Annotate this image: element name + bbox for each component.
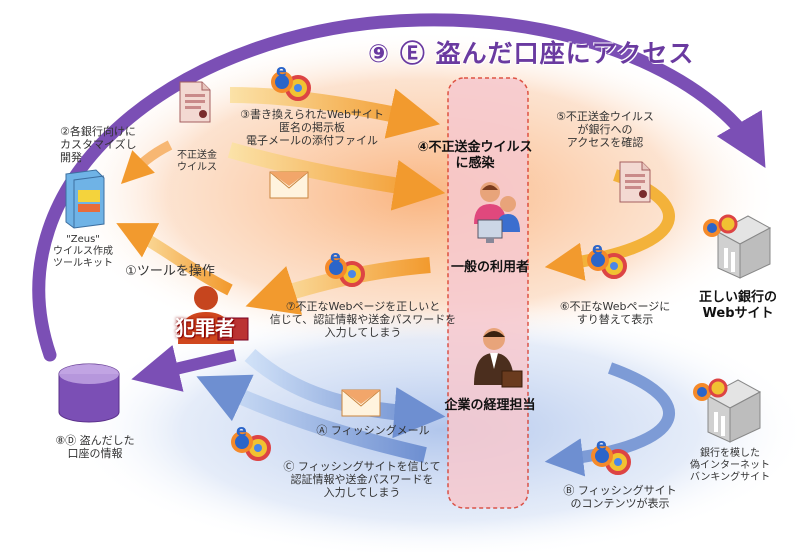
stepB-label: Ⓑ フィッシングサイト のコンテンツが表示 — [563, 484, 677, 510]
virus-file-label: 不正送金 ウイルス — [177, 150, 217, 173]
arrow-spread-1 — [229, 87, 441, 139]
step1-label: ①ツールを操作 — [125, 264, 215, 279]
step4-label: ④不正送金ウイルス に感染 — [417, 140, 533, 171]
stepA-label: Ⓐ フィッシングメール — [316, 424, 430, 437]
hacker-icon — [178, 286, 249, 344]
box-icon — [65, 169, 105, 229]
businessman-icon — [474, 328, 523, 388]
step2-label: ②各銀行向けに カスタマイズし 開発 — [60, 125, 137, 164]
browser-icon: e — [591, 436, 631, 475]
stepC-label: Ⓒ フィッシングサイトを信じて 認証情報や送金パスワードを 入力してしまう — [283, 460, 441, 499]
page-title: ⑨ Ⓔ 盗んだ口座にアクセス — [368, 39, 695, 68]
step5-label: ⑤不正送金ウイルス が銀行への アクセスを確認 — [556, 110, 654, 149]
browser-icon: e — [231, 422, 271, 461]
accountant-label: 企業の経理担当 — [444, 398, 536, 413]
step7-label: ⑦不正なWebページを正しいと 信じて、認証情報や送金パスワードを 入力してしま… — [269, 300, 457, 339]
browser-icon: e — [587, 240, 627, 279]
bank-icon — [703, 214, 772, 279]
step3-label: ③書き換えられたWebサイト 匿名の掲示板 電子メールの添付ファイル — [240, 108, 384, 147]
browser-icon: e — [325, 248, 365, 287]
fake-bank-label: 銀行を模した 偽インターネット バンキングサイト — [689, 448, 771, 483]
document-icon — [179, 81, 211, 123]
database-icon — [58, 363, 120, 423]
svg-text:e: e — [236, 422, 247, 440]
correct-bank-label: 正しい銀行の Webサイト — [698, 290, 777, 321]
user-label: 一般の利用者 — [450, 260, 529, 275]
mail-icon — [341, 389, 381, 417]
arrow-credentials — [196, 374, 427, 463]
step8-label: ⑧Ⓓ 盗んだした 口座の情報 — [55, 434, 135, 460]
arrow-develop — [120, 140, 173, 185]
document-icon — [619, 161, 651, 203]
svg-text:e: e — [276, 62, 287, 80]
access-arrow — [32, 13, 766, 362]
arrow-operate — [116, 223, 233, 296]
step6-label: ⑥不正なWebページに すり替えて表示 — [559, 300, 671, 326]
zeus-label: "Zeus" ウイルス作成 ツールキット — [53, 234, 113, 269]
arrow-spread-2 — [227, 142, 446, 211]
user-pc-icon — [474, 182, 520, 243]
svg-text:e: e — [596, 436, 607, 454]
svg-text:e: e — [330, 248, 341, 266]
bank-icon — [693, 378, 762, 443]
arrow-phishing-mail — [244, 349, 446, 439]
victim-band — [447, 77, 529, 509]
criminal-label: 犯罪者 — [175, 316, 235, 340]
svg-text:e: e — [592, 240, 603, 258]
mail-icon — [269, 171, 309, 199]
browser-icon: e — [271, 62, 311, 101]
criminal-to-db-arrow — [131, 345, 237, 392]
